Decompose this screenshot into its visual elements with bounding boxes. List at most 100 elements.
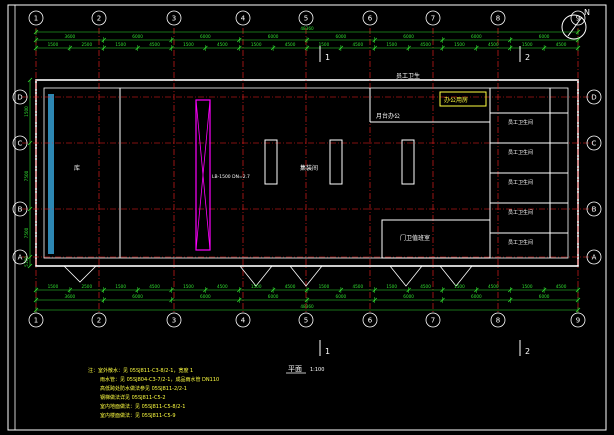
grid-bubble-left-circle	[12, 135, 28, 151]
grid-bubble-left-circle	[12, 201, 28, 217]
grid-bubble-left-label: C	[18, 140, 23, 148]
dim-bottom-inner-value: 1500	[115, 284, 126, 289]
dim-left-value: 7500	[24, 170, 29, 181]
dim-bottom-inner-value: 4500	[556, 284, 567, 289]
dim-left-value: 5100	[24, 256, 29, 267]
general-notes: 注：室外散水：见 05SJ811-C3-8/2-1，宽度 1 雨水管：见 05S…	[88, 367, 219, 419]
dim-bottom-inner-value: 4500	[217, 284, 228, 289]
north-arrow-icon: N	[561, 8, 590, 40]
grid-bubble-bottom-label: 1	[34, 317, 38, 325]
dim-bottom-inner-value: 4500	[488, 284, 499, 289]
grid-bubble-top-circle	[235, 10, 251, 26]
north-label: N	[584, 8, 590, 17]
dim-top-inner-value: 4500	[556, 42, 567, 47]
dim-top-outer-value: 6000	[336, 34, 347, 39]
grid-bubble-bottom-circle	[235, 312, 251, 328]
dim-left-tick	[27, 77, 33, 83]
dim-bottom-outer-value: 6000	[336, 294, 347, 299]
dim-bottom-inner-value: 4500	[285, 284, 296, 289]
grid-bubble-bottom-label: 6	[368, 317, 373, 325]
dim-top-inner-value: 4500	[488, 42, 499, 47]
dim-top-outer-value: 6000	[403, 34, 414, 39]
note-line: 室内楼面做法：见 05SJ811-C5-9	[100, 412, 176, 419]
dim-left-tick	[27, 263, 33, 269]
dim-bottom-inner-value: 4500	[149, 284, 160, 289]
dim-top-inner-value: 1500	[251, 42, 262, 47]
dim-top-inner-value: 4500	[352, 42, 363, 47]
room-label-washroom: 员工卫生间	[508, 209, 533, 216]
grid-bubble-left-circle	[12, 249, 28, 265]
grid-bubble-right-circle	[586, 249, 602, 265]
grid-bubble-bottom-circle	[298, 312, 314, 328]
dim-top-total-value: 48360	[300, 26, 314, 31]
grid-bubble-bottom-circle	[28, 312, 44, 328]
grid-bubble-bottom-label: 2	[97, 317, 101, 325]
grid-bubble-top-circle	[570, 10, 586, 26]
grid-bubble-right-circle	[586, 135, 602, 151]
grid-bubble-top-label: 9	[576, 15, 580, 23]
dim-top-inner-value: 1500	[522, 42, 533, 47]
dim-bottom-outer-value: 6000	[471, 294, 482, 299]
grid-bubble-left-label: B	[18, 206, 23, 214]
grid-bubble-bottom-circle	[490, 312, 506, 328]
room-label-left-bay: 库	[74, 164, 80, 172]
dim-top-inner-value: 4500	[149, 42, 160, 47]
grid-bubble-bottom-circle	[570, 312, 586, 328]
dim-left-tick	[27, 206, 33, 212]
dim-left-tick	[27, 140, 33, 146]
room-label-washroom: 员工卫生间	[508, 119, 533, 126]
dim-bottom-outer-value: 6000	[132, 294, 143, 299]
room-label-lower-center: 门卫值班室	[400, 234, 430, 242]
dim-bottom-inner-value: 2500	[81, 284, 92, 289]
room-label-upper-right: 办公用房	[444, 96, 468, 104]
south-doors	[63, 265, 473, 287]
grid-bubble-left-circle	[12, 89, 28, 105]
grid-bubble-bottom-label: 8	[496, 317, 500, 325]
room-label-washroom: 员工卫生间	[508, 149, 533, 156]
dim-top-outer-value: 6000	[268, 34, 279, 39]
grid-bubble-top-label: 2	[97, 15, 101, 23]
dim-left-value: 7500	[24, 227, 29, 238]
grid-bubble-bottom-circle	[362, 312, 378, 328]
dim-top-inner-value: 2500	[81, 42, 92, 47]
dim-bottom-outer-value: 3600	[65, 294, 76, 299]
grid-bubble-top-circle	[28, 10, 44, 26]
dim-top-inner-value: 1500	[454, 42, 465, 47]
dim-top-inner-value: 4500	[420, 42, 431, 47]
grid-bubble-left-label: A	[18, 254, 23, 262]
dim-top-inner-value: 1500	[48, 42, 59, 47]
dim-bottom-inner-value: 1500	[183, 284, 194, 289]
room-label-top-annex: 员工卫生	[396, 72, 420, 80]
dim-bottom-outer-value: 6000	[268, 294, 279, 299]
note-line: 高低跨处防水做法参见 05SJ811-2/2-1	[100, 385, 187, 392]
dim-bottom-outer-value: 6000	[200, 294, 211, 299]
grid-bubble-right-circle	[586, 201, 602, 217]
dim-bottom-inner-value: 1500	[48, 284, 59, 289]
dim-bottom-outer-value: 6000	[403, 294, 414, 299]
dim-top-outer-value: 6000	[471, 34, 482, 39]
section-marker-top-1: 1	[325, 53, 330, 62]
dim-top-inner-value: 1500	[183, 42, 194, 47]
grid-bubble-bottom-label: 3	[172, 317, 176, 325]
dim-bottom-inner-value: 4500	[420, 284, 431, 289]
column-shaft	[195, 99, 211, 251]
room-label-upper-center: 月台办公	[376, 112, 400, 120]
grid-bubble-top-circle	[490, 10, 506, 26]
dim-top-inner-value: 4500	[217, 42, 228, 47]
grid-bubble-top-circle	[91, 10, 107, 26]
grid-bubble-right-label: C	[592, 140, 597, 148]
room-label-washroom: 员工卫生间	[508, 239, 533, 246]
grid-bubble-right-label: A	[592, 254, 597, 262]
plan-scale: 1:100	[310, 367, 324, 373]
dimension-left: 1500 7500 7500 5100	[24, 77, 33, 269]
dim-left-value: 1500	[24, 106, 29, 117]
section-marker-bottom-2: 2	[525, 347, 530, 356]
dim-bottom-total-value: 48360	[300, 304, 314, 309]
column-note: LB-1500 DN=2.7	[212, 174, 250, 180]
grid-bubble-right-circle	[586, 89, 602, 105]
grid-bubble-bottom-circle	[91, 312, 107, 328]
section-markers	[319, 46, 521, 356]
